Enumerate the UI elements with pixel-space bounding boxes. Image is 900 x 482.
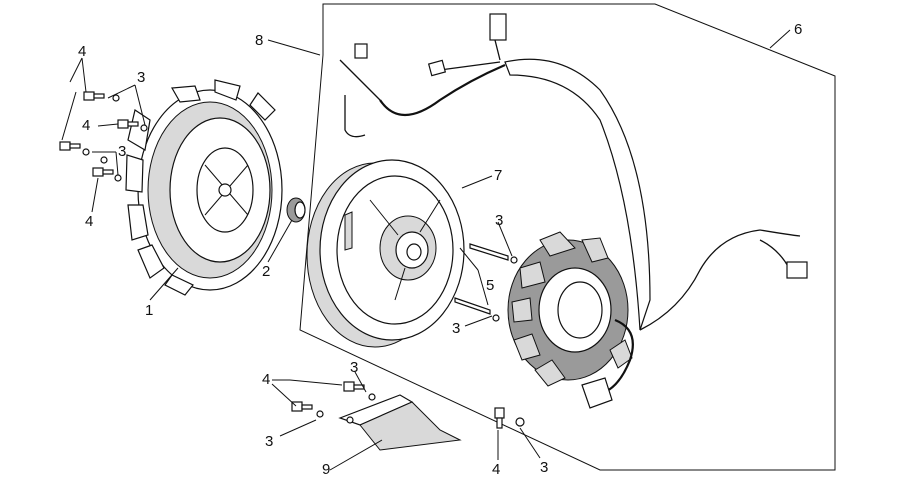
callout-3-bracket-left: 3	[265, 433, 273, 450]
rotor-part	[306, 159, 465, 348]
screw-bottom-1	[343, 381, 365, 392]
callout-8: 8	[255, 32, 263, 49]
callout-4-fan-mid: 4	[82, 117, 90, 134]
callout-3-rotor-top: 3	[495, 212, 503, 229]
callout-3-stator-bottom: 3	[540, 459, 548, 476]
callout-labels: 1 2 3 3 3 3 3 3 3 4 4 4 4 4 5 6 7 8 9	[78, 21, 802, 478]
bushing-part	[286, 197, 306, 223]
screw-left-1	[83, 91, 105, 101]
leader-lines	[61, 29, 791, 471]
callout-3-fan-top: 3	[137, 69, 145, 86]
washer-left-3	[82, 148, 90, 156]
washer-left-4	[114, 174, 122, 182]
callout-6: 6	[794, 21, 802, 38]
callout-7: 7	[494, 167, 502, 184]
subassembly-outline	[299, 3, 836, 471]
screw-left-3	[59, 141, 81, 151]
callout-2: 2	[262, 263, 270, 280]
callout-9: 9	[322, 461, 330, 478]
callout-4-fan-bottom: 4	[85, 213, 93, 230]
callout-5: 5	[486, 277, 494, 294]
callout-3-bracket-top: 3	[350, 359, 358, 376]
washer-left-3b	[100, 156, 108, 164]
washer-left-2	[140, 124, 148, 132]
callout-1: 1	[145, 302, 153, 319]
screw-bottom-3	[494, 407, 505, 429]
wiring-harness-part	[339, 13, 808, 331]
flywheel-fan-part	[125, 79, 283, 296]
callout-3-rotor-bottom: 3	[452, 320, 460, 337]
callout-4-fan-top: 4	[78, 43, 86, 60]
fastener-parts	[59, 91, 525, 429]
callout-4-stator: 4	[492, 461, 500, 478]
screw-bottom-2	[291, 401, 313, 412]
callout-3-fan-mid: 3	[118, 143, 126, 160]
stator-part	[507, 231, 634, 409]
screw-left-4	[92, 167, 114, 177]
callout-4-bracket: 4	[262, 371, 270, 388]
washer-left-1	[112, 94, 120, 102]
bracket-part	[338, 394, 462, 451]
